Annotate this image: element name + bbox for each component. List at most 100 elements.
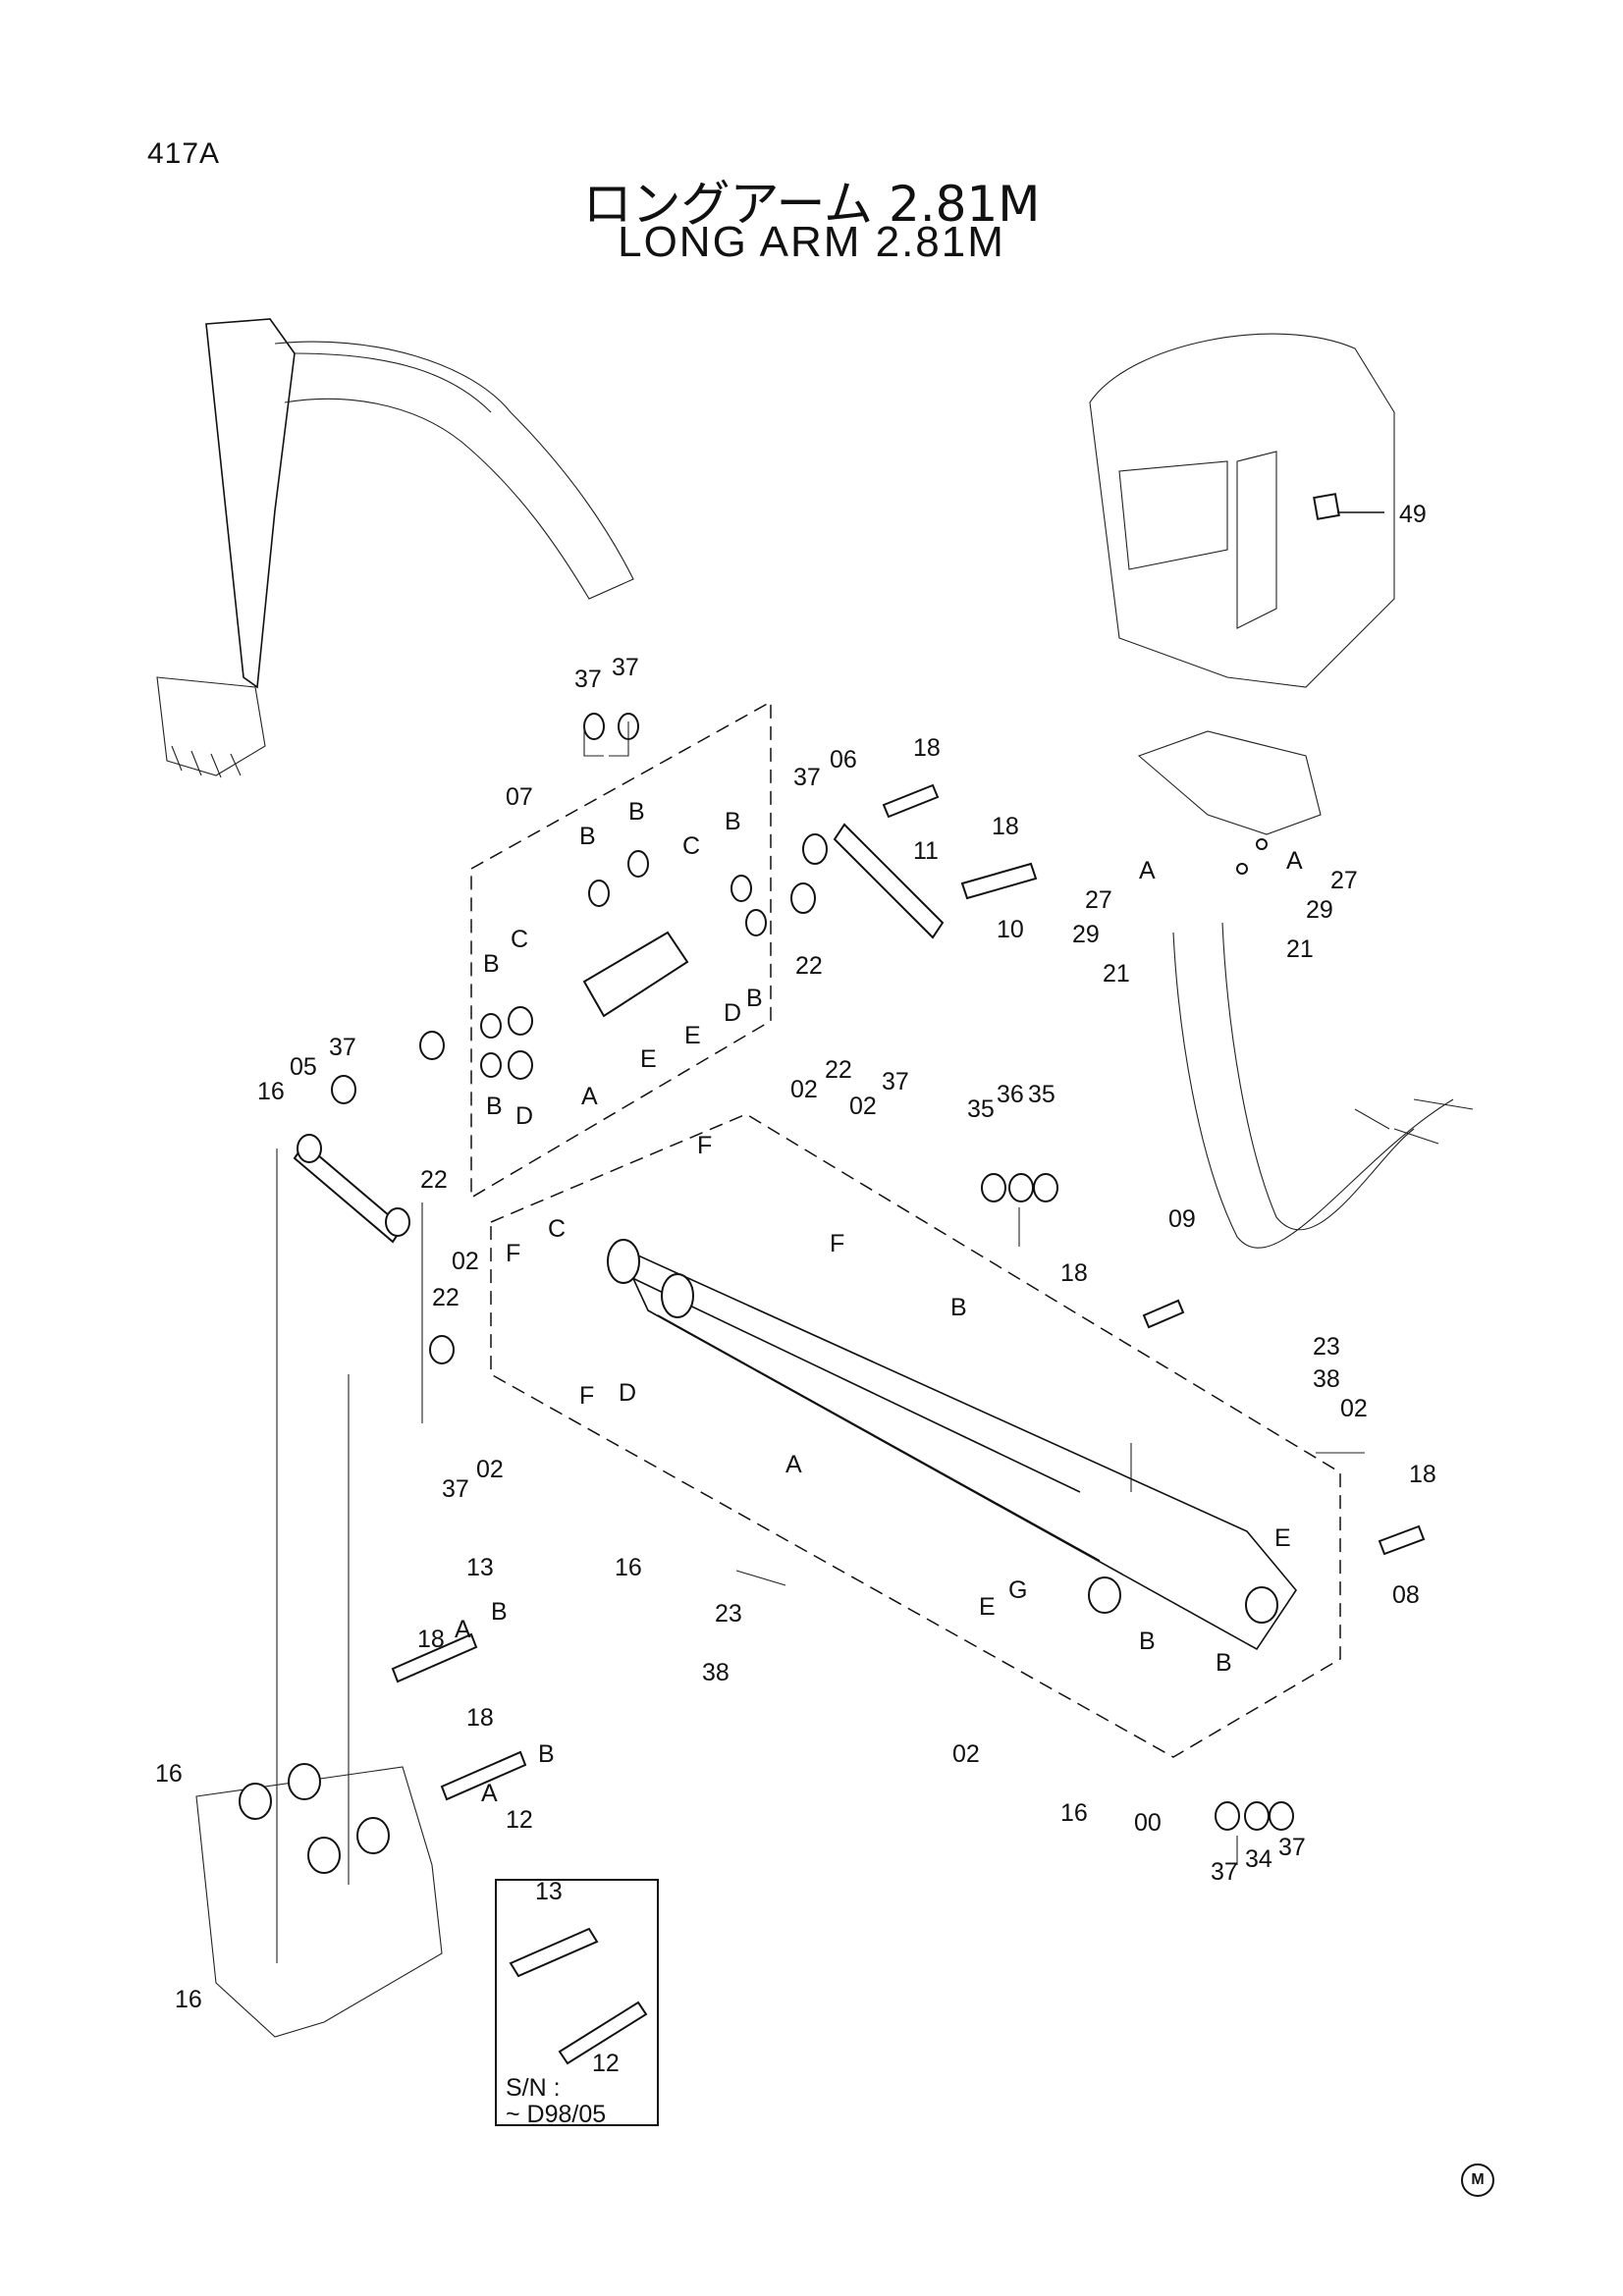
inset-box: 13 12 S/N : ~ D98/05 xyxy=(495,1878,659,2128)
callout-16: 16 xyxy=(615,1554,642,1581)
callout-11: 11 xyxy=(913,837,939,865)
callout-c: C xyxy=(682,832,700,860)
callout-22: 22 xyxy=(795,952,823,980)
callout-16: 16 xyxy=(175,1986,202,2013)
callout-34: 34 xyxy=(1245,1845,1272,1873)
callout-e: E xyxy=(640,1045,657,1073)
bucket-illustration xyxy=(195,1763,443,2038)
callout-d: D xyxy=(515,1102,533,1130)
callout-b: B xyxy=(746,985,763,1012)
callout-a: A xyxy=(581,1083,598,1110)
callout-07: 07 xyxy=(506,783,533,811)
callout-37: 37 xyxy=(442,1475,469,1503)
callout-35: 35 xyxy=(967,1095,995,1123)
callout-00: 00 xyxy=(1134,1809,1162,1837)
callout-02: 02 xyxy=(452,1248,479,1275)
callout-02: 02 xyxy=(849,1093,877,1120)
callout-a: A xyxy=(455,1616,471,1643)
callout-06: 06 xyxy=(830,746,857,774)
callout-23: 23 xyxy=(715,1600,742,1628)
callout-a: A xyxy=(481,1780,498,1807)
callout-f: F xyxy=(697,1132,712,1159)
callout-e: E xyxy=(979,1593,996,1621)
callout-18: 18 xyxy=(466,1704,494,1732)
callout-29: 29 xyxy=(1306,896,1333,924)
callout-b: B xyxy=(950,1294,967,1321)
callout-22: 22 xyxy=(420,1166,448,1194)
callout-b: B xyxy=(725,808,741,835)
callout-02: 02 xyxy=(476,1456,504,1483)
callout-09: 09 xyxy=(1168,1205,1196,1233)
callout-16: 16 xyxy=(257,1078,285,1105)
callout-38: 38 xyxy=(1313,1365,1340,1393)
inset-callout-12: 12 xyxy=(592,2050,620,2077)
callout-c: C xyxy=(511,926,528,953)
callout-36: 36 xyxy=(997,1081,1024,1108)
callout-18: 18 xyxy=(913,734,941,762)
title-japanese: ロングアーム 2.81M xyxy=(582,176,1041,233)
title-english: LONG ARM 2.81M xyxy=(618,218,1005,266)
callout-b: B xyxy=(483,950,500,978)
callout-g: G xyxy=(1008,1576,1027,1604)
callout-37: 37 xyxy=(1278,1834,1306,1861)
callout-b: B xyxy=(538,1740,555,1768)
callout-f: F xyxy=(579,1382,594,1410)
callout-02: 02 xyxy=(952,1740,980,1768)
callout-21: 21 xyxy=(1103,960,1130,988)
callout-23: 23 xyxy=(1313,1333,1340,1361)
callout-38: 38 xyxy=(702,1659,730,1686)
callout-18: 18 xyxy=(992,813,1019,840)
callout-a: A xyxy=(785,1451,802,1478)
callout-e: E xyxy=(684,1022,701,1049)
callout-18: 18 xyxy=(417,1626,445,1653)
callout-37: 37 xyxy=(882,1068,909,1095)
callout-37: 37 xyxy=(329,1034,356,1061)
leader-lines xyxy=(276,721,1390,1963)
callout-37: 37 xyxy=(1211,1858,1238,1886)
callout-16: 16 xyxy=(1060,1799,1088,1827)
arm-body xyxy=(607,1239,1297,1651)
hydraulic-hose-group xyxy=(1137,730,1474,1249)
callout-d: D xyxy=(724,999,741,1027)
callout-13: 13 xyxy=(466,1554,494,1581)
callout-a: A xyxy=(1286,847,1303,875)
manufacturer-mark: M xyxy=(1461,2163,1494,2197)
callout-08: 08 xyxy=(1392,1581,1420,1609)
inset-callout-13: 13 xyxy=(535,1878,563,1905)
callout-f: F xyxy=(830,1230,844,1257)
callout-b: B xyxy=(491,1598,508,1626)
callout-37: 37 xyxy=(612,654,639,681)
callout-05: 05 xyxy=(290,1053,317,1081)
callout-c: C xyxy=(548,1215,566,1243)
link-assembly-boundary xyxy=(470,700,772,1200)
callout-35: 35 xyxy=(1028,1081,1055,1108)
callout-f: F xyxy=(506,1240,520,1267)
callout-49: 49 xyxy=(1399,501,1427,528)
small-parts xyxy=(293,713,1426,1831)
callout-b: B xyxy=(1139,1628,1156,1655)
callout-37: 37 xyxy=(793,764,821,791)
callout-29: 29 xyxy=(1072,921,1100,948)
callout-b: B xyxy=(1216,1649,1232,1677)
callout-18: 18 xyxy=(1060,1259,1088,1287)
callout-12: 12 xyxy=(506,1806,533,1834)
callout-b: B xyxy=(628,798,645,826)
callout-22: 22 xyxy=(825,1056,852,1084)
callout-37: 37 xyxy=(574,666,602,693)
callout-b: B xyxy=(579,823,596,850)
cab-illustration xyxy=(1089,333,1395,688)
inset-sn-label: S/N : xyxy=(506,2074,561,2102)
callout-27: 27 xyxy=(1330,867,1358,894)
callout-18: 18 xyxy=(1409,1461,1436,1488)
callout-labels: 37 37 07 B B C B 37 06 18 11 18 10 22 B … xyxy=(155,501,1436,2013)
callout-e: E xyxy=(1274,1524,1291,1552)
callout-16: 16 xyxy=(155,1760,183,1788)
callout-d: D xyxy=(619,1379,636,1407)
callout-02: 02 xyxy=(1340,1395,1368,1422)
callout-22: 22 xyxy=(432,1284,460,1311)
arm-assembly-boundary xyxy=(490,1113,1341,1758)
callout-10: 10 xyxy=(997,916,1024,943)
callout-27: 27 xyxy=(1085,886,1112,914)
inset-sn-range: ~ D98/05 xyxy=(506,2101,606,2128)
